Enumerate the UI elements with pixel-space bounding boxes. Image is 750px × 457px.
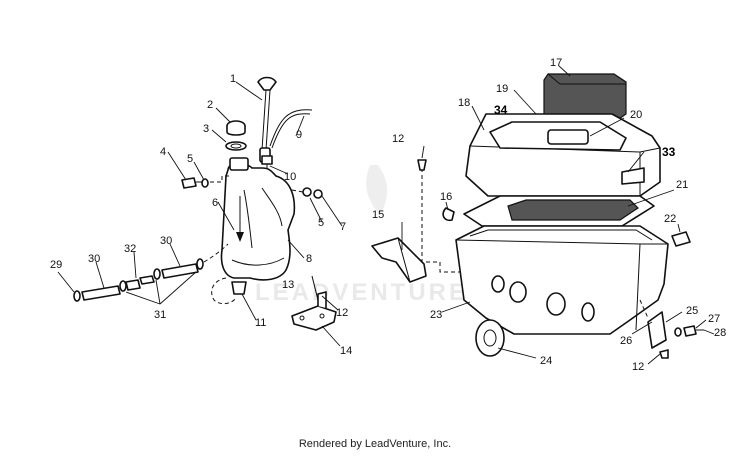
leader-lines — [57, 65, 715, 365]
callout-14: 14 — [340, 345, 352, 357]
callout-27: 27 — [708, 313, 720, 325]
callout-13: 13 — [282, 279, 294, 291]
callout-12-tank: 12 — [336, 307, 348, 319]
side-bracket — [639, 299, 667, 349]
fuel-cap — [226, 120, 246, 136]
callout-7: 7 — [340, 221, 346, 233]
callout-17: 17 — [550, 57, 562, 69]
callout-5-right: 5 — [318, 217, 324, 229]
callout-24: 24 — [540, 355, 552, 367]
tank-outlet-valve — [211, 277, 247, 305]
callout-12-bracket: 12 — [632, 361, 644, 373]
callout-5-left: 5 — [187, 153, 193, 165]
air-cleaner-cover — [465, 113, 661, 197]
tank-bracket — [291, 291, 337, 331]
base-grommet — [475, 319, 505, 357]
callout-1: 1 — [230, 73, 236, 85]
callout-9: 9 — [296, 129, 302, 141]
bracket-screw-lower — [659, 349, 669, 359]
cap-gasket — [225, 141, 247, 151]
air-cleaner-base — [455, 225, 669, 335]
assembly-axis-line — [417, 159, 470, 273]
nut-right — [313, 189, 323, 199]
fuel-tank — [220, 157, 296, 281]
callout-33: 33 — [662, 145, 676, 159]
watermark-logo: LEADVENTURE — [255, 165, 468, 306]
bracket-screw — [311, 275, 319, 301]
callout-10: 10 — [284, 171, 296, 183]
nut-alignment-line — [291, 189, 304, 193]
callout-34: 34 — [494, 103, 508, 117]
callout-21: 21 — [676, 179, 688, 191]
watermark-text: LEADVENTURE — [255, 279, 468, 306]
callout-26: 26 — [620, 335, 632, 347]
callout-19: 19 — [496, 83, 508, 95]
bolt-alignment-line — [210, 175, 230, 183]
callout-22: 22 — [664, 213, 676, 225]
callout-11: 11 — [255, 317, 266, 329]
vent-hose — [269, 109, 313, 149]
callout-16: 16 — [440, 191, 452, 203]
mounting-bracket — [371, 237, 427, 283]
callout-12-axis: 12 — [392, 133, 404, 145]
callout-2: 2 — [207, 99, 213, 111]
callout-28: 28 — [714, 327, 726, 339]
callout-31: 31 — [154, 309, 166, 321]
bracket-bolt — [683, 325, 704, 337]
callout-4: 4 — [160, 146, 166, 158]
callout-15: 15 — [372, 209, 384, 221]
callout-30-right: 30 — [160, 235, 172, 247]
fuel-line-assembly — [73, 243, 229, 302]
callout-30-left: 30 — [88, 253, 100, 265]
callout-6: 6 — [212, 197, 218, 209]
callout-3: 3 — [203, 123, 209, 135]
callout-23: 23 — [430, 309, 442, 321]
drain-plug — [671, 231, 691, 247]
paper-filter-element — [463, 195, 655, 227]
callout-20: 20 — [630, 109, 642, 121]
fuel-gauge-rod — [257, 76, 277, 163]
retaining-clip — [442, 207, 455, 222]
callout-32: 32 — [124, 243, 136, 255]
foam-filter-element — [543, 73, 627, 125]
callout-18: 18 — [458, 97, 470, 109]
mounting-washer — [201, 178, 209, 188]
callout-29: 29 — [50, 259, 62, 271]
bracket-nut — [674, 327, 682, 337]
washer-right — [302, 187, 312, 197]
callout-8: 8 — [306, 253, 312, 265]
footer-credit: Rendered by LeadVenture, Inc. — [298, 438, 452, 450]
callout-25: 25 — [686, 305, 698, 317]
